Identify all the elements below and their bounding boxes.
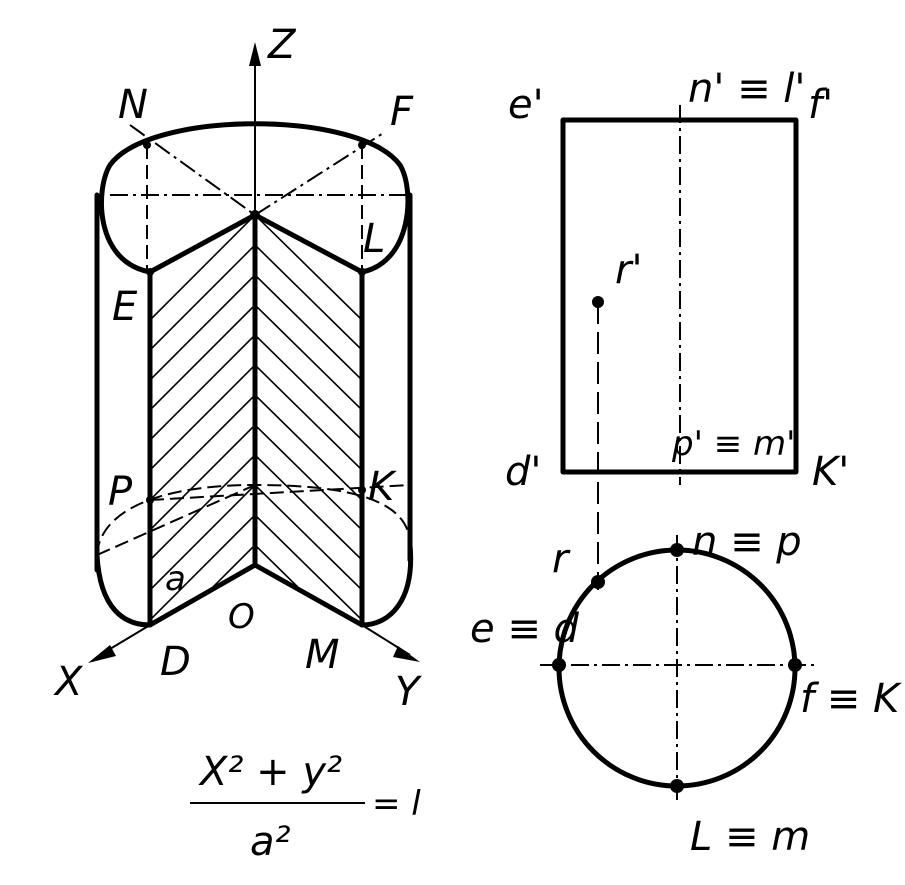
- label-k: K: [368, 464, 397, 510]
- label-p: P: [108, 469, 133, 515]
- point-n: [143, 141, 151, 149]
- label-e-prime: e': [508, 82, 544, 128]
- point-f-k: [788, 658, 802, 672]
- cylinder-view: Z X Y N F L E P K a O D M: [53, 22, 423, 715]
- z-axis-arrow: [249, 42, 261, 66]
- label-e: E: [112, 284, 138, 330]
- label-z: Z: [267, 22, 297, 68]
- point-p: [146, 496, 154, 504]
- label-f-prime: f': [808, 82, 833, 128]
- point-l: [358, 268, 366, 276]
- top-ellipse-visible: [99, 121, 411, 275]
- point-e-d: [552, 658, 566, 672]
- front-view: e' n' ≡ l' f' r' d' p' ≡ m' K': [505, 66, 849, 590]
- label-n-l-prime: n' ≡ l': [688, 66, 805, 112]
- cut-bottom-edges: [147, 562, 365, 628]
- label-e-d: e ≡ d: [470, 606, 580, 652]
- base-hidden-1: [96, 484, 256, 556]
- point-l-m: [670, 779, 684, 793]
- top-diagonal-n: [129, 124, 256, 216]
- label-r: r: [552, 536, 571, 582]
- formula-numerator: X² + y²: [198, 749, 342, 795]
- label-n: N: [118, 82, 148, 128]
- label-a: a: [165, 559, 186, 599]
- point-n-p: [670, 543, 684, 557]
- label-d-prime: d': [505, 449, 541, 495]
- label-l: L: [363, 216, 385, 262]
- base-line-p-k: [149, 484, 411, 501]
- apex-point: [250, 210, 260, 220]
- formula-rhs: = l: [372, 784, 421, 824]
- point-f: [358, 141, 366, 149]
- label-k-prime: K': [812, 449, 849, 495]
- point-r: [591, 575, 605, 589]
- label-x: X: [53, 659, 84, 705]
- label-r-prime: r': [615, 247, 642, 293]
- hatch-right-face: [255, 215, 362, 625]
- point-k: [358, 486, 366, 494]
- formula-denominator: a²: [250, 819, 291, 865]
- label-l-m: L ≡ m: [690, 814, 810, 860]
- label-f-k: f ≡ K: [800, 676, 902, 722]
- label-o: O: [228, 597, 255, 637]
- label-y: Y: [395, 669, 423, 715]
- formula: X² + y² a² = l: [190, 749, 421, 865]
- label-n-p: n ≡ p: [692, 519, 802, 565]
- label-d: D: [160, 639, 191, 685]
- top-view: n ≡ p r e ≡ d f ≡ K L ≡ m: [470, 519, 902, 860]
- x-axis-arrow: [88, 645, 116, 663]
- label-f: F: [390, 89, 414, 135]
- label-m: M: [305, 632, 340, 678]
- point-e: [146, 268, 154, 276]
- bottom-arc-right: [359, 542, 414, 628]
- label-p-m-prime: p' ≡ m': [671, 424, 796, 464]
- y-axis-arrow: [393, 646, 420, 662]
- bottom-arc-left: [94, 552, 153, 628]
